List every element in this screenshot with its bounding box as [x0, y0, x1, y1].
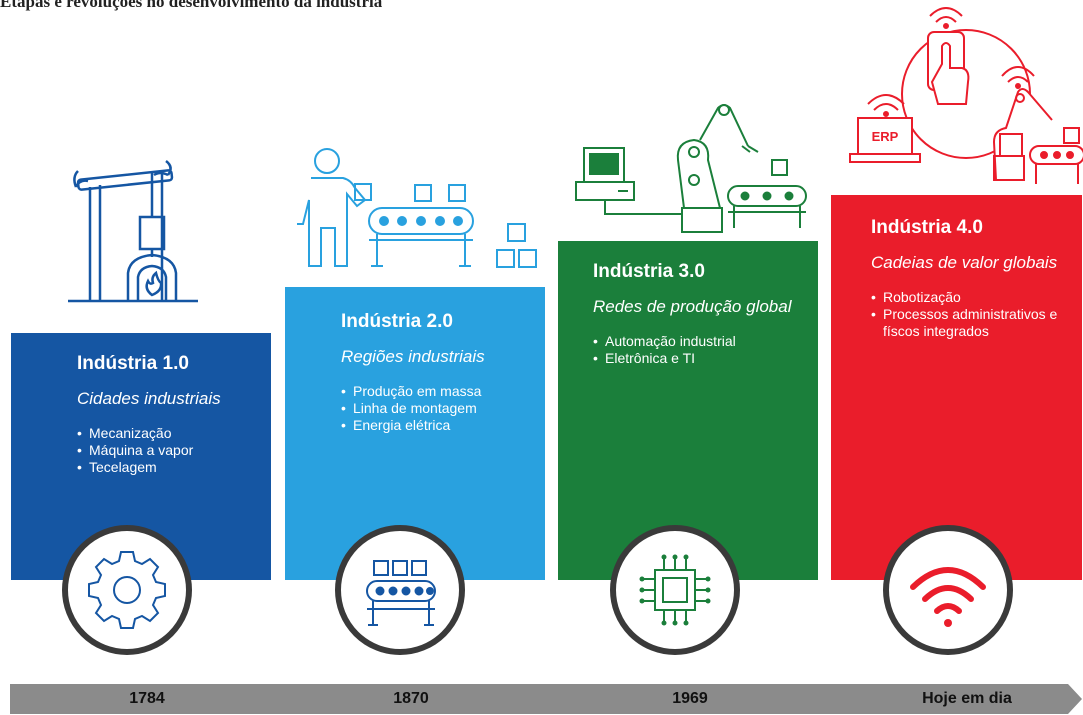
stage-1-title: Indústria 1.0 [77, 353, 189, 374]
stage-2-item: Linha de montagem [341, 400, 545, 417]
stage-3-circle [610, 525, 740, 655]
year-label: 1784 [129, 690, 165, 707]
stage-4-list: Robotização Processos administrativos e … [871, 289, 1071, 340]
stage-1-item: Mecanização [77, 425, 271, 442]
stage-4-item: Robotização [871, 289, 1071, 306]
steam-engine-icon [68, 160, 198, 303]
stage-4-circle [883, 525, 1013, 655]
stage-3-subtitle: Redes de produção global [593, 297, 792, 316]
stage-4-title: Indústria 4.0 [871, 217, 983, 238]
stage-1-list: Mecanização Máquina a vapor Tecelagem [77, 425, 271, 476]
assembly-line-worker-icon [297, 148, 537, 268]
stage-2-title: Indústria 2.0 [341, 311, 453, 332]
stage-3-item: Eletrônica e TI [593, 350, 818, 367]
erp-label: ERP [872, 129, 899, 144]
stage-1-subtitle: Cidades industriais [77, 389, 221, 408]
stage-1-item: Máquina a vapor [77, 442, 271, 459]
timeline-arrow [10, 684, 1082, 714]
stage-3-list: Automação industrial Eletrônica e TI [593, 333, 818, 367]
page-title: Etapas e revoluções no desenvolvimento d… [0, 0, 383, 11]
stage-4-panel: Indústria 4.0 Cadeias de valor globais R… [831, 195, 1082, 580]
stage-1-item: Tecelagem [77, 459, 271, 476]
stage-3-title: Indústria 3.0 [593, 261, 705, 282]
stage-2-subtitle: Regiões industriais [341, 347, 485, 366]
stage-1-circle [62, 525, 192, 655]
year-label: 1870 [393, 690, 429, 707]
gear-icon [88, 551, 166, 629]
stage-4-item: Processos administrativos e físcos integ… [871, 306, 1071, 340]
year-label: 1969 [672, 690, 708, 707]
stage-3-item: Automação industrial [593, 333, 818, 350]
stage-2-item: Produção em massa [341, 383, 545, 400]
conveyor-belt-icon [366, 560, 436, 626]
microchip-icon [639, 554, 711, 626]
year-label: Hoje em dia [922, 690, 1012, 707]
erp-network-icon: ERP [849, 7, 1083, 184]
wifi-icon [910, 567, 986, 627]
stage-2-item: Energia elétrica [341, 417, 545, 434]
stage-4-subtitle: Cadeias de valor globais [871, 253, 1058, 272]
stage-2-list: Produção em massa Linha de montagem Ener… [341, 383, 545, 434]
stage-2-circle [335, 525, 465, 655]
computer-robot-arm-icon [575, 104, 807, 233]
stage-3-panel: Indústria 3.0 Redes de produção global A… [558, 241, 818, 580]
